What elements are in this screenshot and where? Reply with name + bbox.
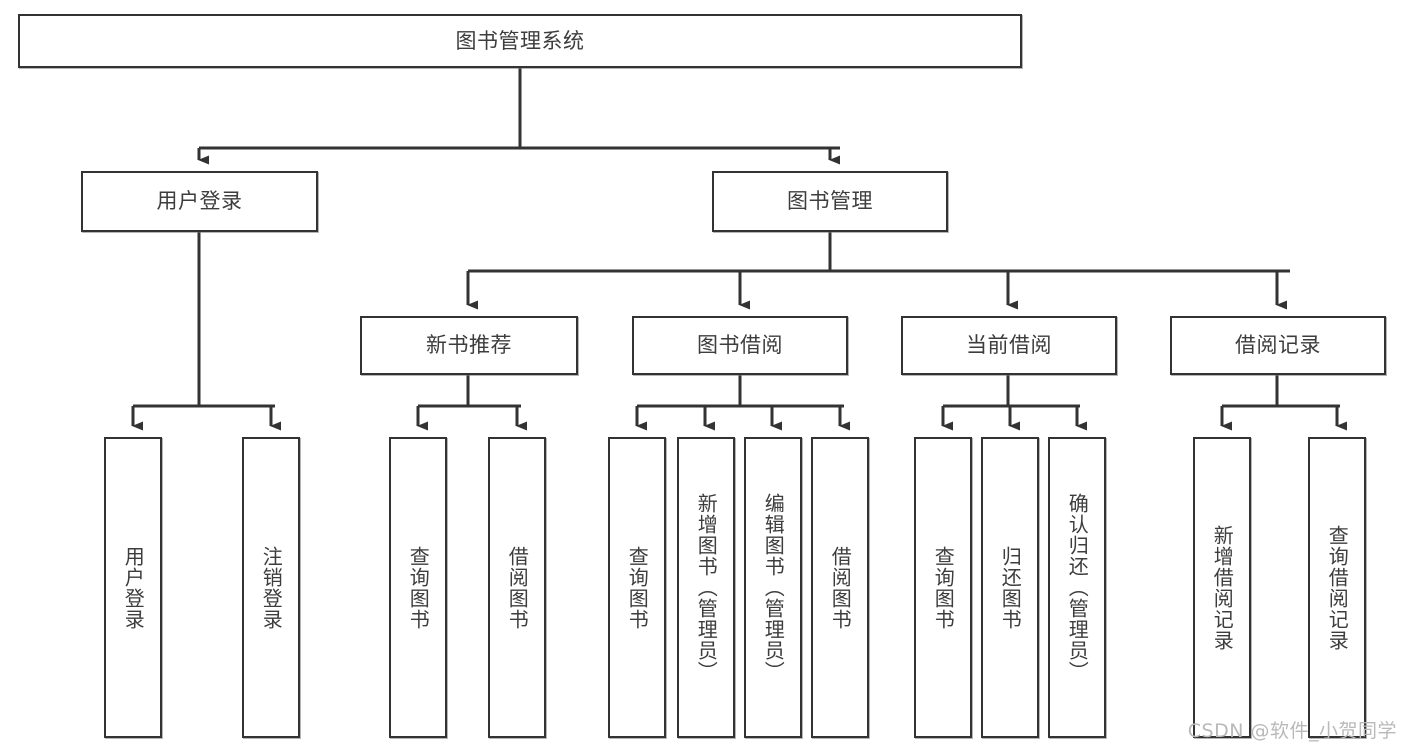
node-leaf-return-book[interactable]: 归还图书 xyxy=(981,437,1039,738)
node-leaf-query-book-1-label: 查询图书 xyxy=(406,545,431,630)
node-leaf-query-book-1[interactable]: 查询图书 xyxy=(389,437,447,738)
node-user-login-label: 用户登录 xyxy=(156,189,243,214)
node-leaf-query-book-3[interactable]: 查询图书 xyxy=(914,437,972,738)
node-leaf-borrow-book-1-label: 借阅图书 xyxy=(505,545,530,630)
node-borrow-record-label: 借阅记录 xyxy=(1235,333,1321,358)
node-leaf-user-login[interactable]: 用户登录 xyxy=(104,437,162,738)
node-leaf-edit-book-label: 编辑图书（管理员） xyxy=(761,493,786,682)
node-leaf-user-logout[interactable]: 注销登录 xyxy=(242,437,300,738)
node-leaf-add-book-label: 新增图书（管理员） xyxy=(694,493,719,682)
node-leaf-user-login-label: 用户登录 xyxy=(121,545,146,630)
node-leaf-query-book-2[interactable]: 查询图书 xyxy=(608,437,666,738)
node-leaf-query-book-2-label: 查询图书 xyxy=(625,545,650,630)
node-root-label: 图书管理系统 xyxy=(455,28,585,53)
node-leaf-confirm-return[interactable]: 确认归还（管理员） xyxy=(1048,437,1106,738)
node-current-borrow-label: 当前借阅 xyxy=(966,333,1052,358)
node-leaf-edit-book[interactable]: 编辑图书（管理员） xyxy=(744,437,802,738)
node-current-borrow[interactable]: 当前借阅 xyxy=(901,316,1117,375)
node-leaf-query-book-3-label: 查询图书 xyxy=(931,545,956,630)
node-new-book-recommend[interactable]: 新书推荐 xyxy=(360,316,578,375)
node-leaf-add-book[interactable]: 新增图书（管理员） xyxy=(677,437,735,738)
node-leaf-return-book-label: 归还图书 xyxy=(998,545,1023,630)
node-leaf-borrow-book-2-label: 借阅图书 xyxy=(828,545,853,630)
node-leaf-add-record[interactable]: 新增借阅记录 xyxy=(1193,437,1251,738)
node-leaf-borrow-book-1[interactable]: 借阅图书 xyxy=(488,437,546,738)
node-root[interactable]: 图书管理系统 xyxy=(18,14,1022,68)
node-new-book-recommend-label: 新书推荐 xyxy=(426,333,512,358)
node-leaf-borrow-book-2[interactable]: 借阅图书 xyxy=(811,437,869,738)
node-leaf-user-logout-label: 注销登录 xyxy=(259,545,284,630)
node-book-management-label: 图书管理 xyxy=(787,189,873,214)
node-borrow-record[interactable]: 借阅记录 xyxy=(1170,316,1386,375)
node-book-borrow[interactable]: 图书借阅 xyxy=(632,316,848,375)
node-book-management[interactable]: 图书管理 xyxy=(712,171,948,232)
node-user-login[interactable]: 用户登录 xyxy=(81,171,318,232)
node-leaf-add-record-label: 新增借阅记录 xyxy=(1210,524,1235,651)
node-book-borrow-label: 图书借阅 xyxy=(697,333,783,358)
node-leaf-query-record[interactable]: 查询借阅记录 xyxy=(1308,437,1366,738)
node-leaf-confirm-return-label: 确认归还（管理员） xyxy=(1065,493,1090,682)
node-leaf-query-record-label: 查询借阅记录 xyxy=(1325,524,1350,651)
